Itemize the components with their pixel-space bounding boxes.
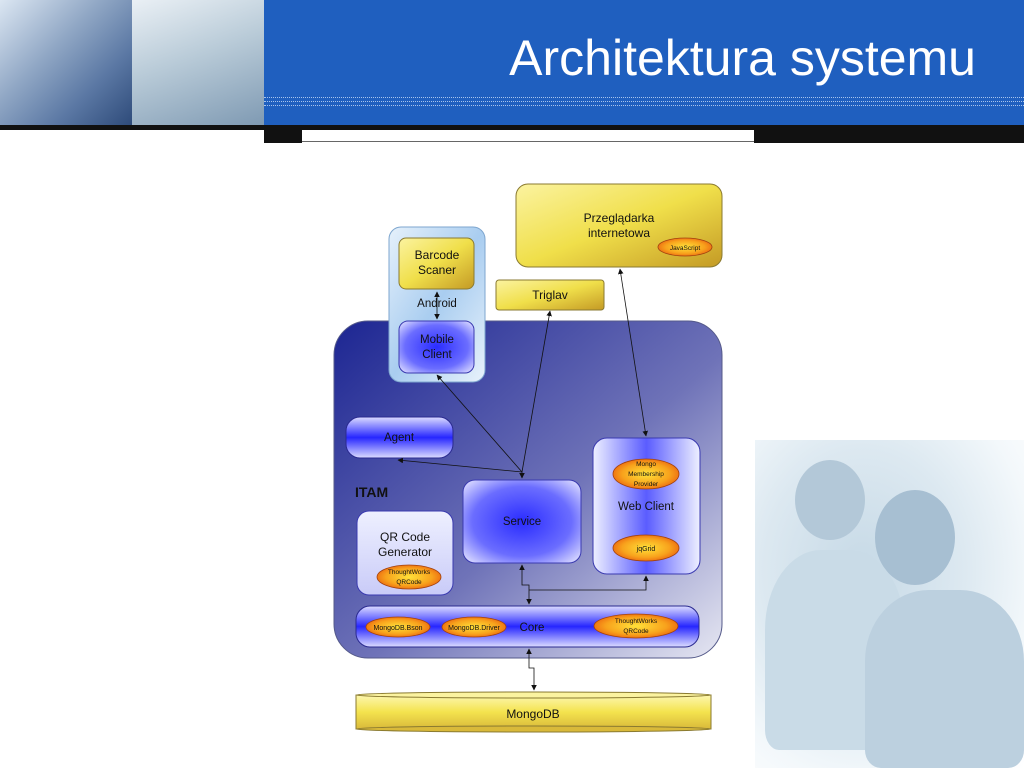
svg-text:Mongo: Mongo xyxy=(636,461,656,468)
header-rule-tab xyxy=(754,130,1024,143)
header-dotted-line xyxy=(264,97,1024,99)
mongodb-database-node: MongoDB xyxy=(355,691,712,733)
svg-text:Mobile: Mobile xyxy=(420,334,454,346)
itam-label: ITAM xyxy=(355,484,388,500)
svg-text:ThoughtWorks: ThoughtWorks xyxy=(388,569,431,576)
svg-text:Generator: Generator xyxy=(378,545,432,559)
svg-text:MongoDB: MongoDB xyxy=(506,707,559,721)
business-people-photo xyxy=(755,440,1024,768)
service-node: Service xyxy=(462,479,582,564)
header-rule xyxy=(0,125,1024,130)
svg-text:internetowa: internetowa xyxy=(588,226,650,240)
slide-title: Architektura systemu xyxy=(509,30,976,86)
svg-text:QR Code: QR Code xyxy=(380,530,430,544)
diagram-connectors xyxy=(397,268,649,691)
core-node: Core MongoDB.Bson MongoDB.Driver Thought… xyxy=(355,605,700,648)
svg-text:QRCode: QRCode xyxy=(396,579,422,586)
qr-code-generator-node: QR Code Generator ThoughtWorks QRCode xyxy=(356,510,454,596)
triglav-node: Triglav xyxy=(495,279,605,311)
header-dotted-line xyxy=(264,101,1024,103)
svg-text:Przeglądarka: Przeglądarka xyxy=(584,211,655,225)
svg-text:JavaScript: JavaScript xyxy=(670,245,701,252)
svg-text:QRCode: QRCode xyxy=(623,628,649,635)
slide-header: Architektura systemu xyxy=(0,0,1024,125)
mobile-client-node: Mobile Client xyxy=(398,320,475,374)
svg-text:Scaner: Scaner xyxy=(418,263,456,277)
svg-text:ThoughtWorks: ThoughtWorks xyxy=(615,618,658,625)
header-rule-tab xyxy=(264,130,302,143)
svg-text:Web Client: Web Client xyxy=(618,501,675,513)
web-browser-node: Przeglądarka internetowa JavaScript xyxy=(515,183,723,268)
agent-node: Agent xyxy=(345,416,454,459)
svg-text:Barcode: Barcode xyxy=(415,248,460,262)
header-rule-line xyxy=(302,141,754,142)
header-dotted-line xyxy=(264,105,1024,107)
svg-text:Core: Core xyxy=(520,622,545,634)
svg-text:MongoDB.Driver: MongoDB.Driver xyxy=(448,625,500,632)
svg-text:jqGrid: jqGrid xyxy=(636,546,656,553)
svg-text:Agent: Agent xyxy=(384,432,415,444)
barcode-scanner-node: Barcode Scaner xyxy=(398,237,475,290)
svg-text:Triglav: Triglav xyxy=(532,288,568,302)
svg-text:Provider: Provider xyxy=(634,481,659,488)
svg-text:Membership: Membership xyxy=(628,471,664,478)
computer-mouse-photo xyxy=(132,0,264,125)
svg-text:Client: Client xyxy=(422,349,452,361)
web-client-node: Web Client Mongo Membership Provider jqG… xyxy=(592,437,701,575)
laptop-photo xyxy=(0,0,132,125)
svg-text:MongoDB.Bson: MongoDB.Bson xyxy=(373,625,422,632)
svg-text:Service: Service xyxy=(503,516,541,528)
